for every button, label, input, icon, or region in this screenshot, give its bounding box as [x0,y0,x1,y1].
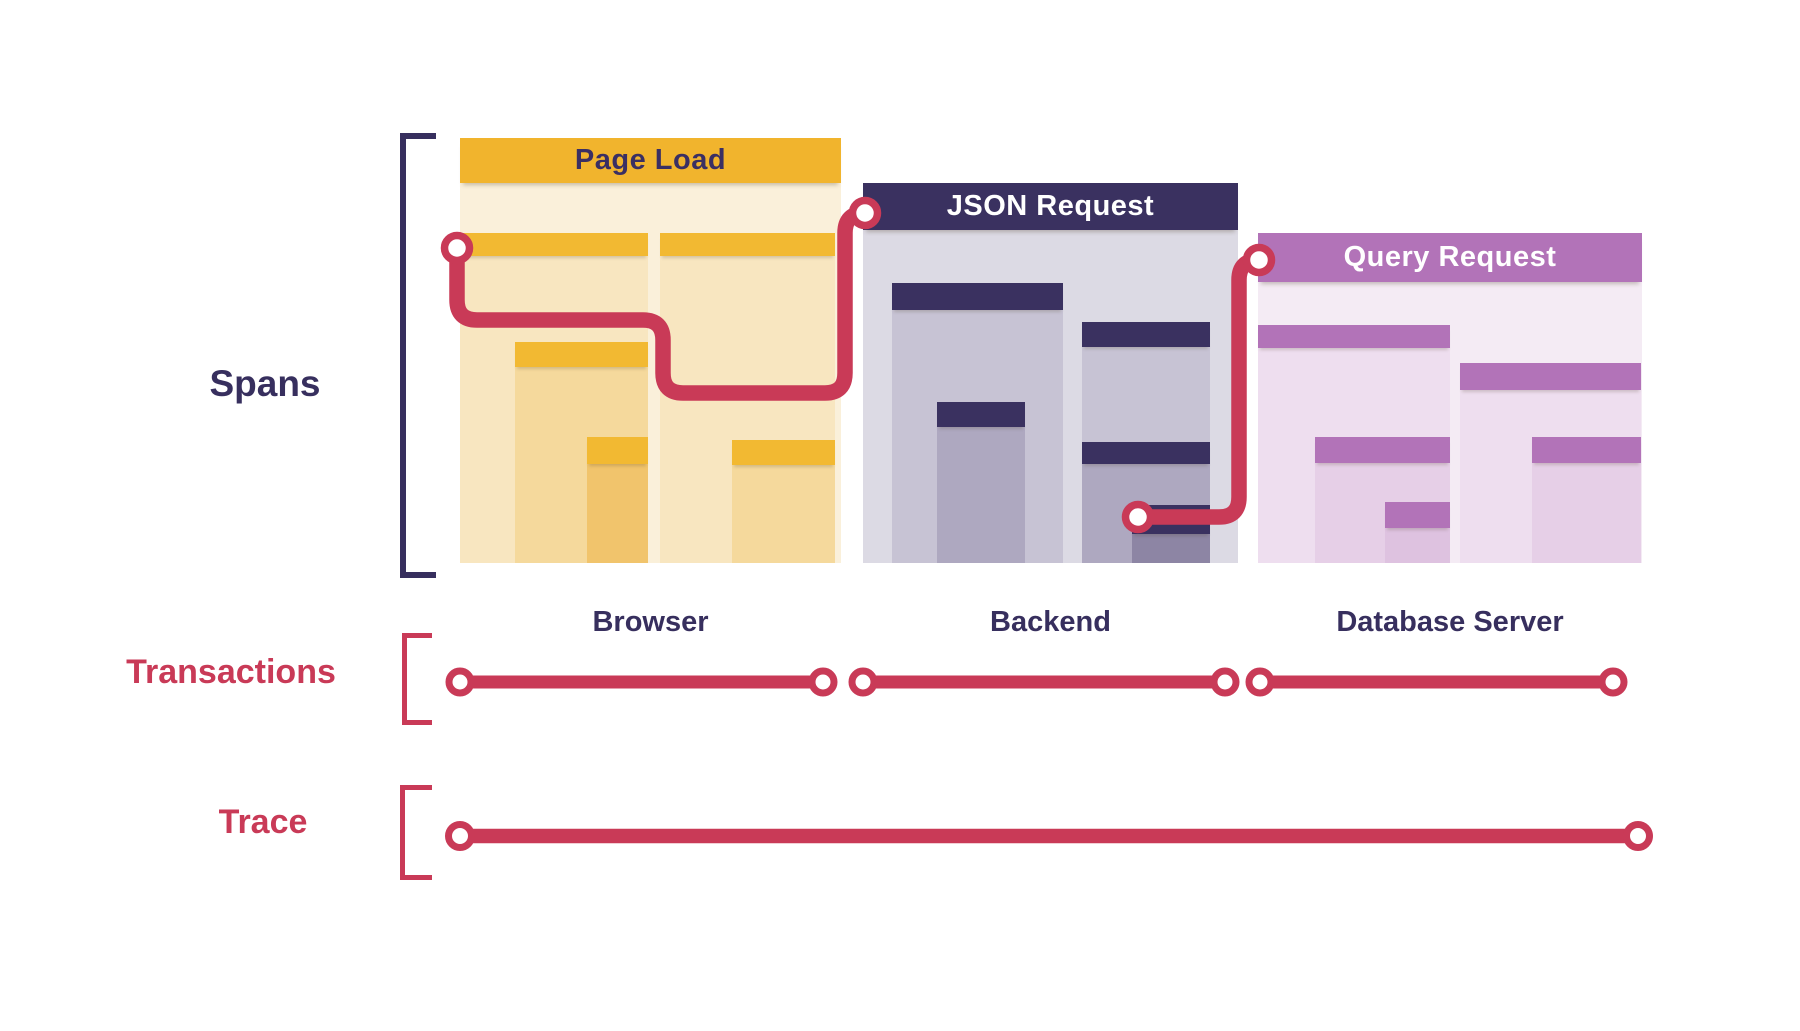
transaction-endpoint-icon [1245,667,1275,697]
trace-bracket [400,785,432,880]
spans-row-label: Spans [209,363,321,404]
trace-endpoint-icon [1623,821,1653,851]
span-bar-header [1385,502,1450,528]
trace-row-label: Trace [218,803,308,841]
panel-query-request-title: Query Request [1258,233,1642,282]
service-label-database-server: Database Server [1336,606,1564,638]
span-bar [732,440,835,563]
span-bar [1532,437,1641,563]
span-bar-header [732,440,835,465]
span-bar-header [1082,442,1210,464]
span-bar [1385,502,1450,563]
span-bar-header [937,402,1025,427]
panel-page-load: Page Load [460,138,841,563]
panel-query-request: Query Request [1258,233,1642,563]
spans-bracket [400,133,436,578]
span-bar-header [1460,363,1641,390]
span-bar-header [1082,322,1210,347]
panel-json-request: JSON Request [863,183,1238,563]
span-bar-header [1258,325,1450,348]
span-bar-header [515,342,648,367]
panel-json-request-title: JSON Request [863,183,1238,230]
panel-page-load-title: Page Load [460,138,841,183]
span-bar [937,402,1025,563]
span-bar-header [892,283,1063,310]
transaction-endpoint-icon [1598,667,1628,697]
span-bar-header [587,437,648,464]
span-bar [587,437,648,563]
transactions-bracket [402,633,432,725]
span-bar-header [660,233,835,256]
trace-endpoint-icon [445,821,475,851]
span-bar [1132,505,1210,563]
transactions-row-label: Transactions [126,653,336,691]
service-label-browser: Browser [592,606,709,638]
transaction-endpoint-icon [808,667,838,697]
span-bar-header [460,233,648,256]
span-bar-header [1532,437,1641,463]
transaction-endpoint-icon [445,667,475,697]
transaction-endpoint-icon [1210,667,1240,697]
transaction-endpoint-icon [848,667,878,697]
service-label-backend: Backend [990,606,1111,638]
span-bar [1315,437,1450,563]
span-bar-header [1132,505,1210,534]
span-bar-header [1315,437,1450,463]
